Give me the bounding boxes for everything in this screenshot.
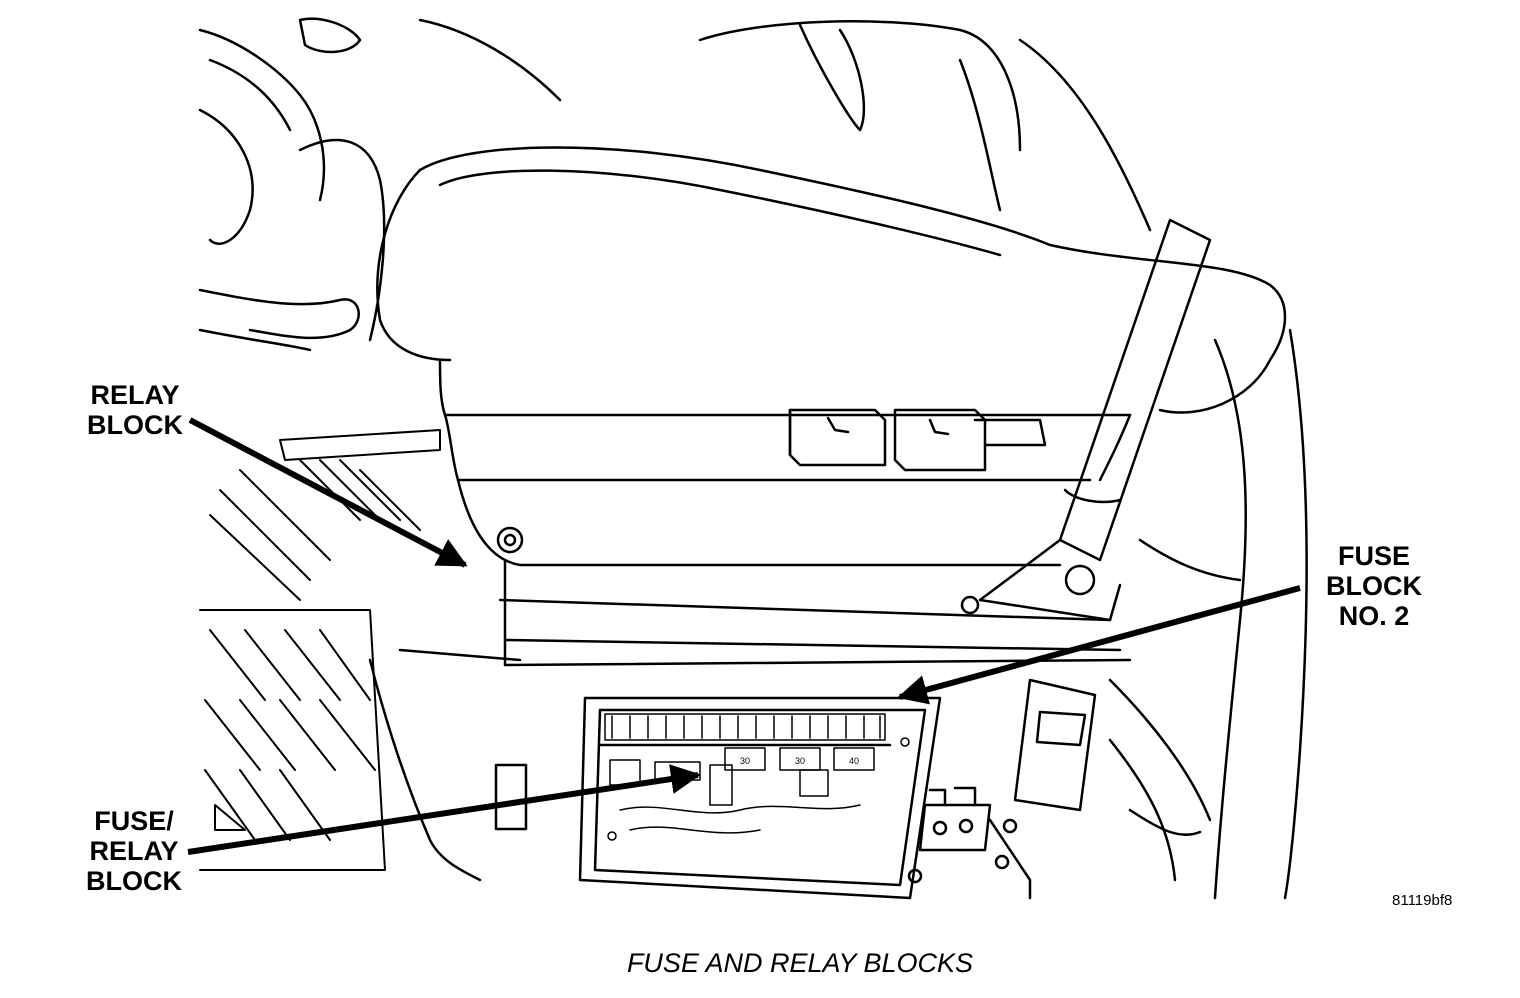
callout-arrows bbox=[187, 417, 1301, 855]
seat-riser bbox=[496, 526, 1132, 667]
cartridge-fuse-label-3: 40 bbox=[849, 756, 859, 766]
cartridge-fuse-label-1: 30 bbox=[740, 756, 750, 766]
floor-mat bbox=[199, 429, 441, 871]
seat-cushion bbox=[376, 146, 1287, 567]
fuse-block-2-arrow bbox=[897, 585, 1301, 705]
figure-caption: FUSE AND RELAY BLOCKS bbox=[626, 948, 974, 978]
fuse-relay-block-label: FUSE/ RELAY BLOCK bbox=[72, 806, 196, 896]
fuse-relay-block-label-line-1: FUSE/ bbox=[94, 806, 174, 836]
cartridge-fuse-labels: 30 30 40 bbox=[740, 756, 859, 766]
relay-block-label: RELAY BLOCK bbox=[80, 380, 190, 440]
fuse-panel bbox=[578, 696, 942, 900]
relay-block-label-line-2: BLOCK bbox=[87, 410, 183, 440]
dashboard-outline bbox=[198, 17, 562, 352]
relay-block-label-line-1: RELAY bbox=[90, 380, 180, 410]
seat-control-switches bbox=[788, 408, 1047, 472]
fuse-relay-block-label-line-3: BLOCK bbox=[86, 866, 182, 896]
fuse-relay-block-label-line-2: RELAY bbox=[89, 836, 179, 866]
fuse-block-2-label-line-2: BLOCK bbox=[1326, 571, 1422, 601]
fuse-block-2-label: FUSE BLOCK NO. 2 bbox=[1312, 541, 1436, 631]
fuse-block-2-label-line-1: FUSE bbox=[1337, 541, 1410, 571]
fuse-block-2-label-line-3: NO. 2 bbox=[1338, 601, 1410, 631]
fuse-relay-block-arrow bbox=[187, 764, 701, 855]
door-sill bbox=[1108, 328, 1308, 900]
figure-id: 81119bf8 bbox=[1392, 892, 1453, 909]
cartridge-fuse-label-2: 30 bbox=[795, 756, 805, 766]
seat-belt-buckle bbox=[960, 218, 1212, 622]
bracket-plate bbox=[907, 678, 1202, 900]
floor-console bbox=[368, 648, 528, 882]
seat-back bbox=[698, 20, 1152, 232]
relay-block-arrow bbox=[188, 417, 468, 568]
